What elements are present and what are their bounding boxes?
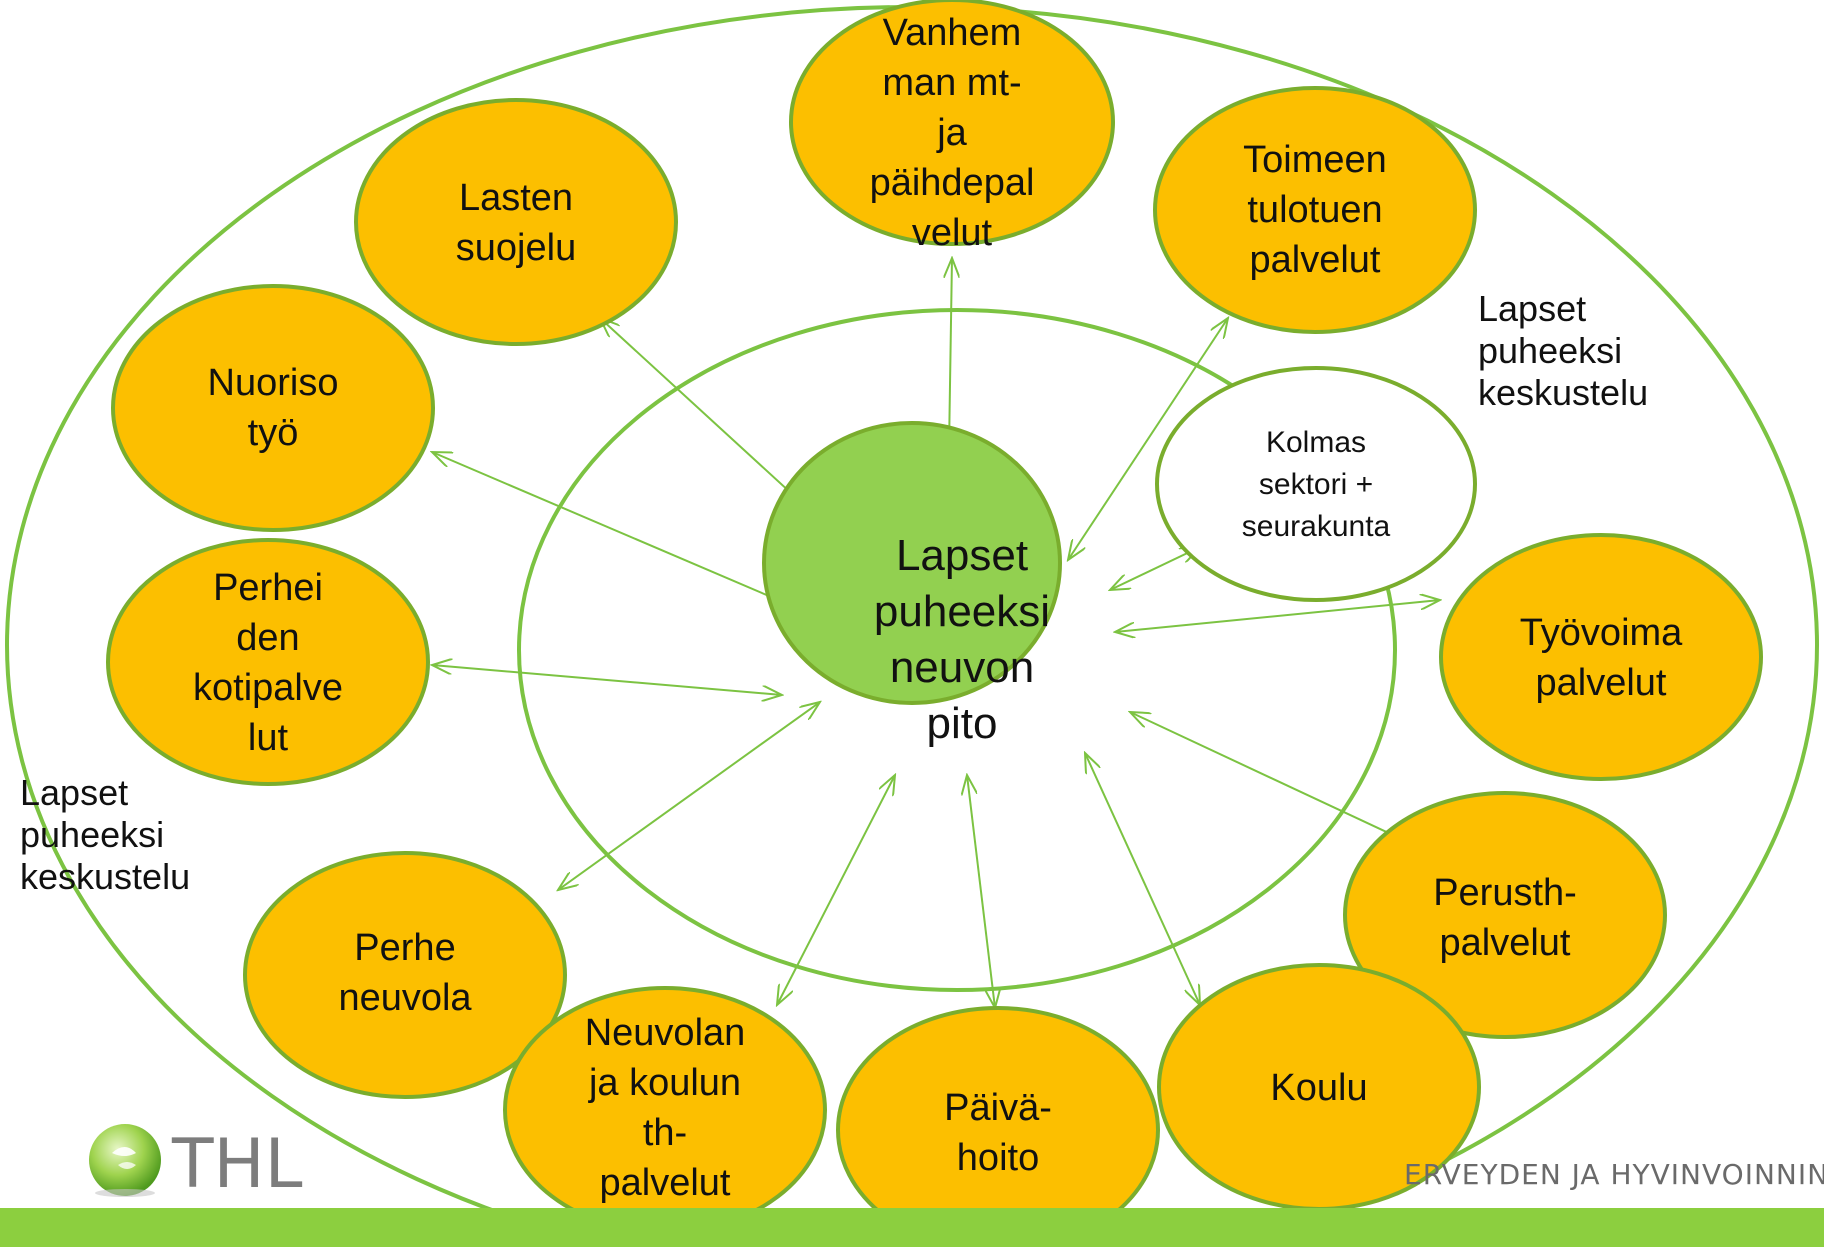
node-shape-perusthpalvelut: [1343, 791, 1667, 1039]
node-shape-nuorisotyo: [111, 284, 435, 532]
arrow-perheiden-kotipalvelut: [432, 665, 782, 695]
node-shape-toimeentulotuki: [1153, 86, 1477, 334]
node-shape-tyovoimapalvelut: [1439, 533, 1763, 781]
arrow-toimeentulotuki: [1068, 318, 1228, 560]
node-shapes: [106, 0, 1763, 1247]
node-shape-perheiden-kotipalvelut: [106, 538, 430, 786]
arrow-koulu: [1085, 753, 1200, 1005]
ring-label-left: Lapset puheeksi keskustelu: [20, 772, 191, 897]
arrow-tyovoimapalvelut: [1115, 600, 1440, 632]
thl-globe-icon: [89, 1124, 161, 1197]
thl-logo-text: THL: [171, 1125, 303, 1200]
thl-logo: THL: [89, 1124, 303, 1200]
arrow-paivahoito: [967, 775, 995, 1008]
node-shape-lastensuojelu: [354, 98, 678, 346]
third-sector-node-shape: [1155, 366, 1477, 602]
node-shape-paivahoito: [836, 1006, 1160, 1247]
arrow-third_sector: [1110, 547, 1200, 590]
node-shape-neuvolan-ja-koulun: [503, 986, 827, 1234]
arrow-nuorisotyo: [432, 452, 790, 605]
node-shape-vanhemman: [789, 0, 1115, 246]
center-node-shape: [762, 421, 1062, 705]
footer-bar: [0, 1208, 1824, 1247]
footer-institution-name: ERVEYDEN JA HYVINVOINNIN LAITOS: [1404, 1158, 1824, 1191]
arrow-neuvolan-ja-koulun: [777, 775, 895, 1005]
arrow-perusthpalvelut: [1130, 712, 1410, 843]
node-shape-perheneuvola: [243, 851, 567, 1099]
ring-label-right: Lapset puheeksi keskustelu: [1478, 288, 1649, 413]
arrow-perheneuvola: [558, 702, 820, 890]
